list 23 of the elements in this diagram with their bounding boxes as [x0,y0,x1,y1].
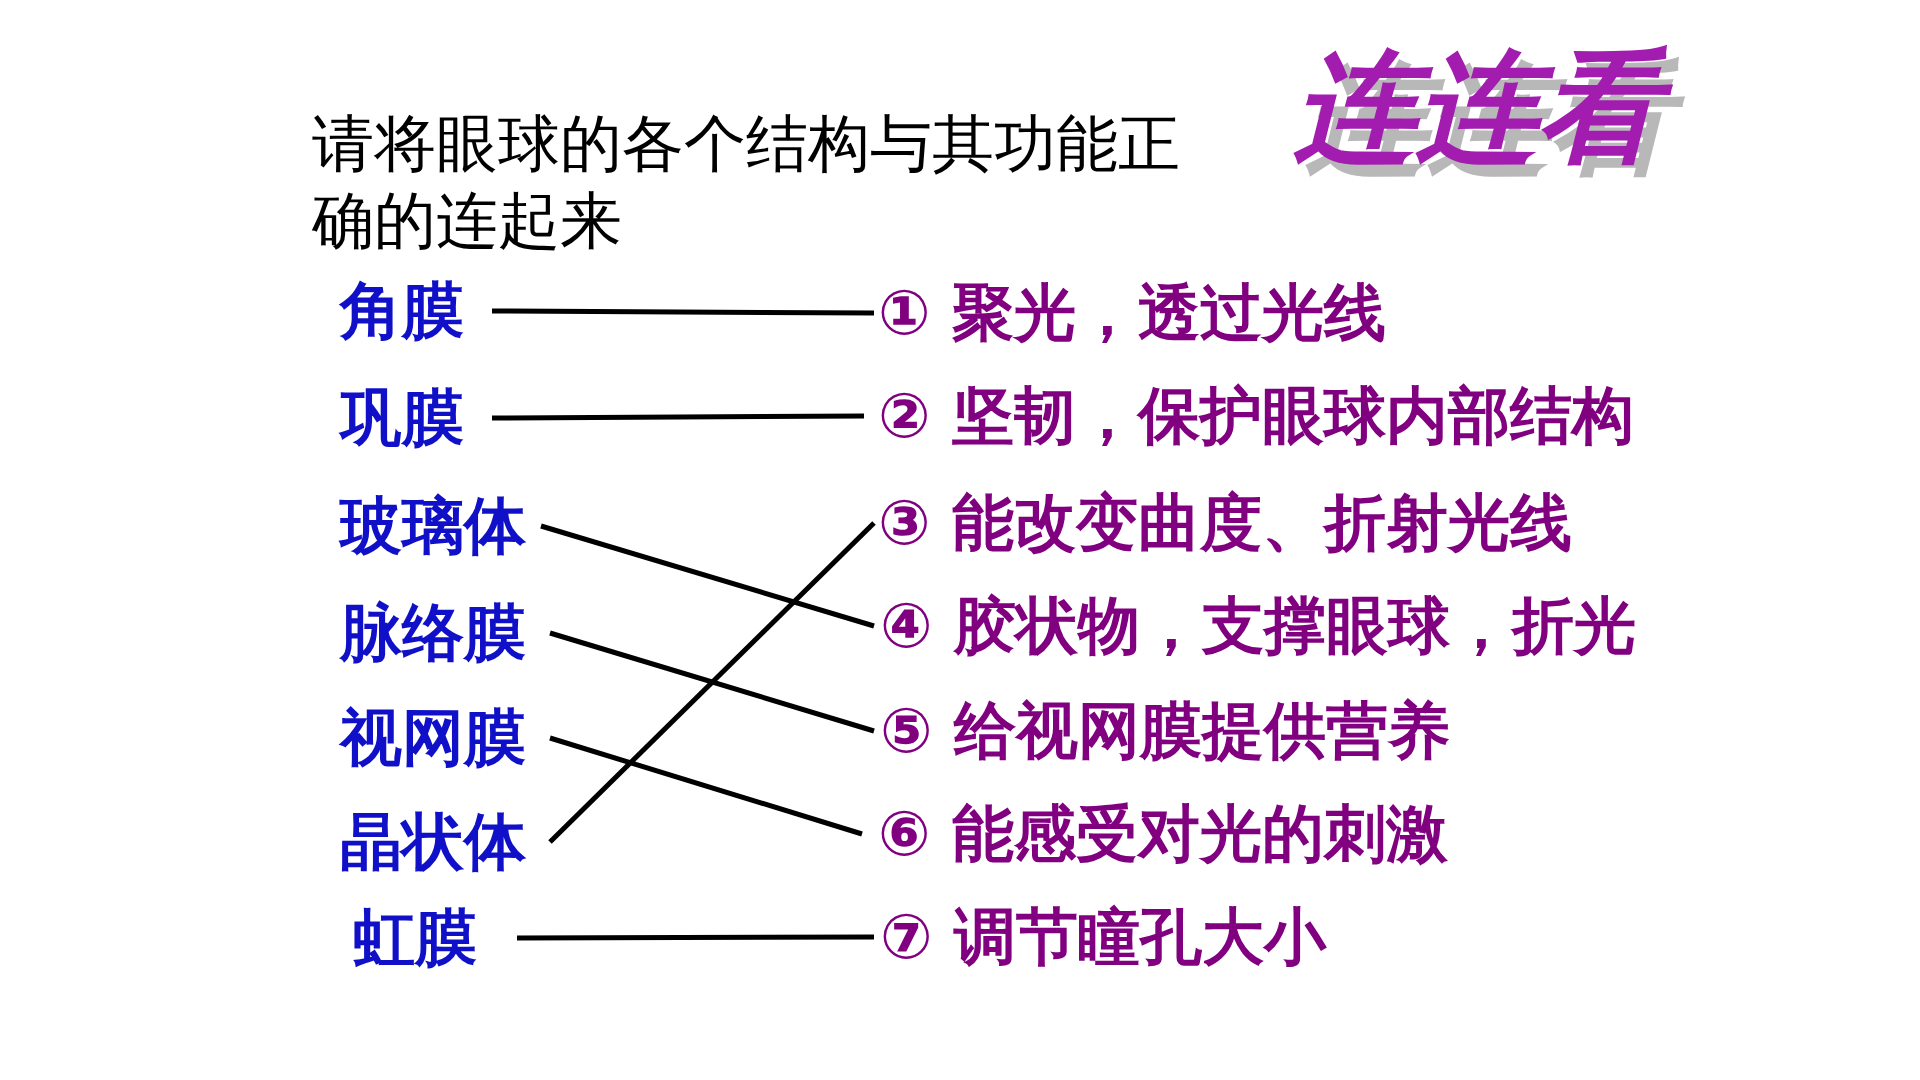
function-text: ④ 胶状物，支撑眼球，折光 [874,590,1637,662]
function-text: ⑦ 调节瞳孔大小 [874,901,1327,973]
structure-name: 脉络膜 [340,597,550,669]
function-text: ⑤ 给视网膜提供营养 [874,695,1451,767]
connector-line [549,735,863,837]
connector-line [492,308,874,316]
connector-line [548,521,876,844]
function-text: ② 坚韧，保护眼球内部结构 [864,380,1635,452]
connector-line [492,413,864,421]
structure-name: 晶状体 [340,806,550,878]
connector-line [540,523,875,629]
structure-name: 虹膜 [353,902,517,974]
function-text: ③ 能改变曲度、折射光线 [874,487,1573,559]
title: 连连看 [1290,26,1704,200]
function-text: ① 聚光，透过光线 [874,277,1387,349]
structure-name: 角膜 [340,275,492,347]
structure-name: 视网膜 [340,702,550,774]
connector-line [517,934,874,941]
structure-name: 巩膜 [340,382,492,454]
instruction-text: 请将眼球的各个结构与其功能正确的连起来 [312,106,1181,259]
function-text: ⑥ 能感受对光的刺激 [862,798,1449,870]
structure-name: 玻璃体 [340,490,541,562]
connector-line [549,630,875,734]
